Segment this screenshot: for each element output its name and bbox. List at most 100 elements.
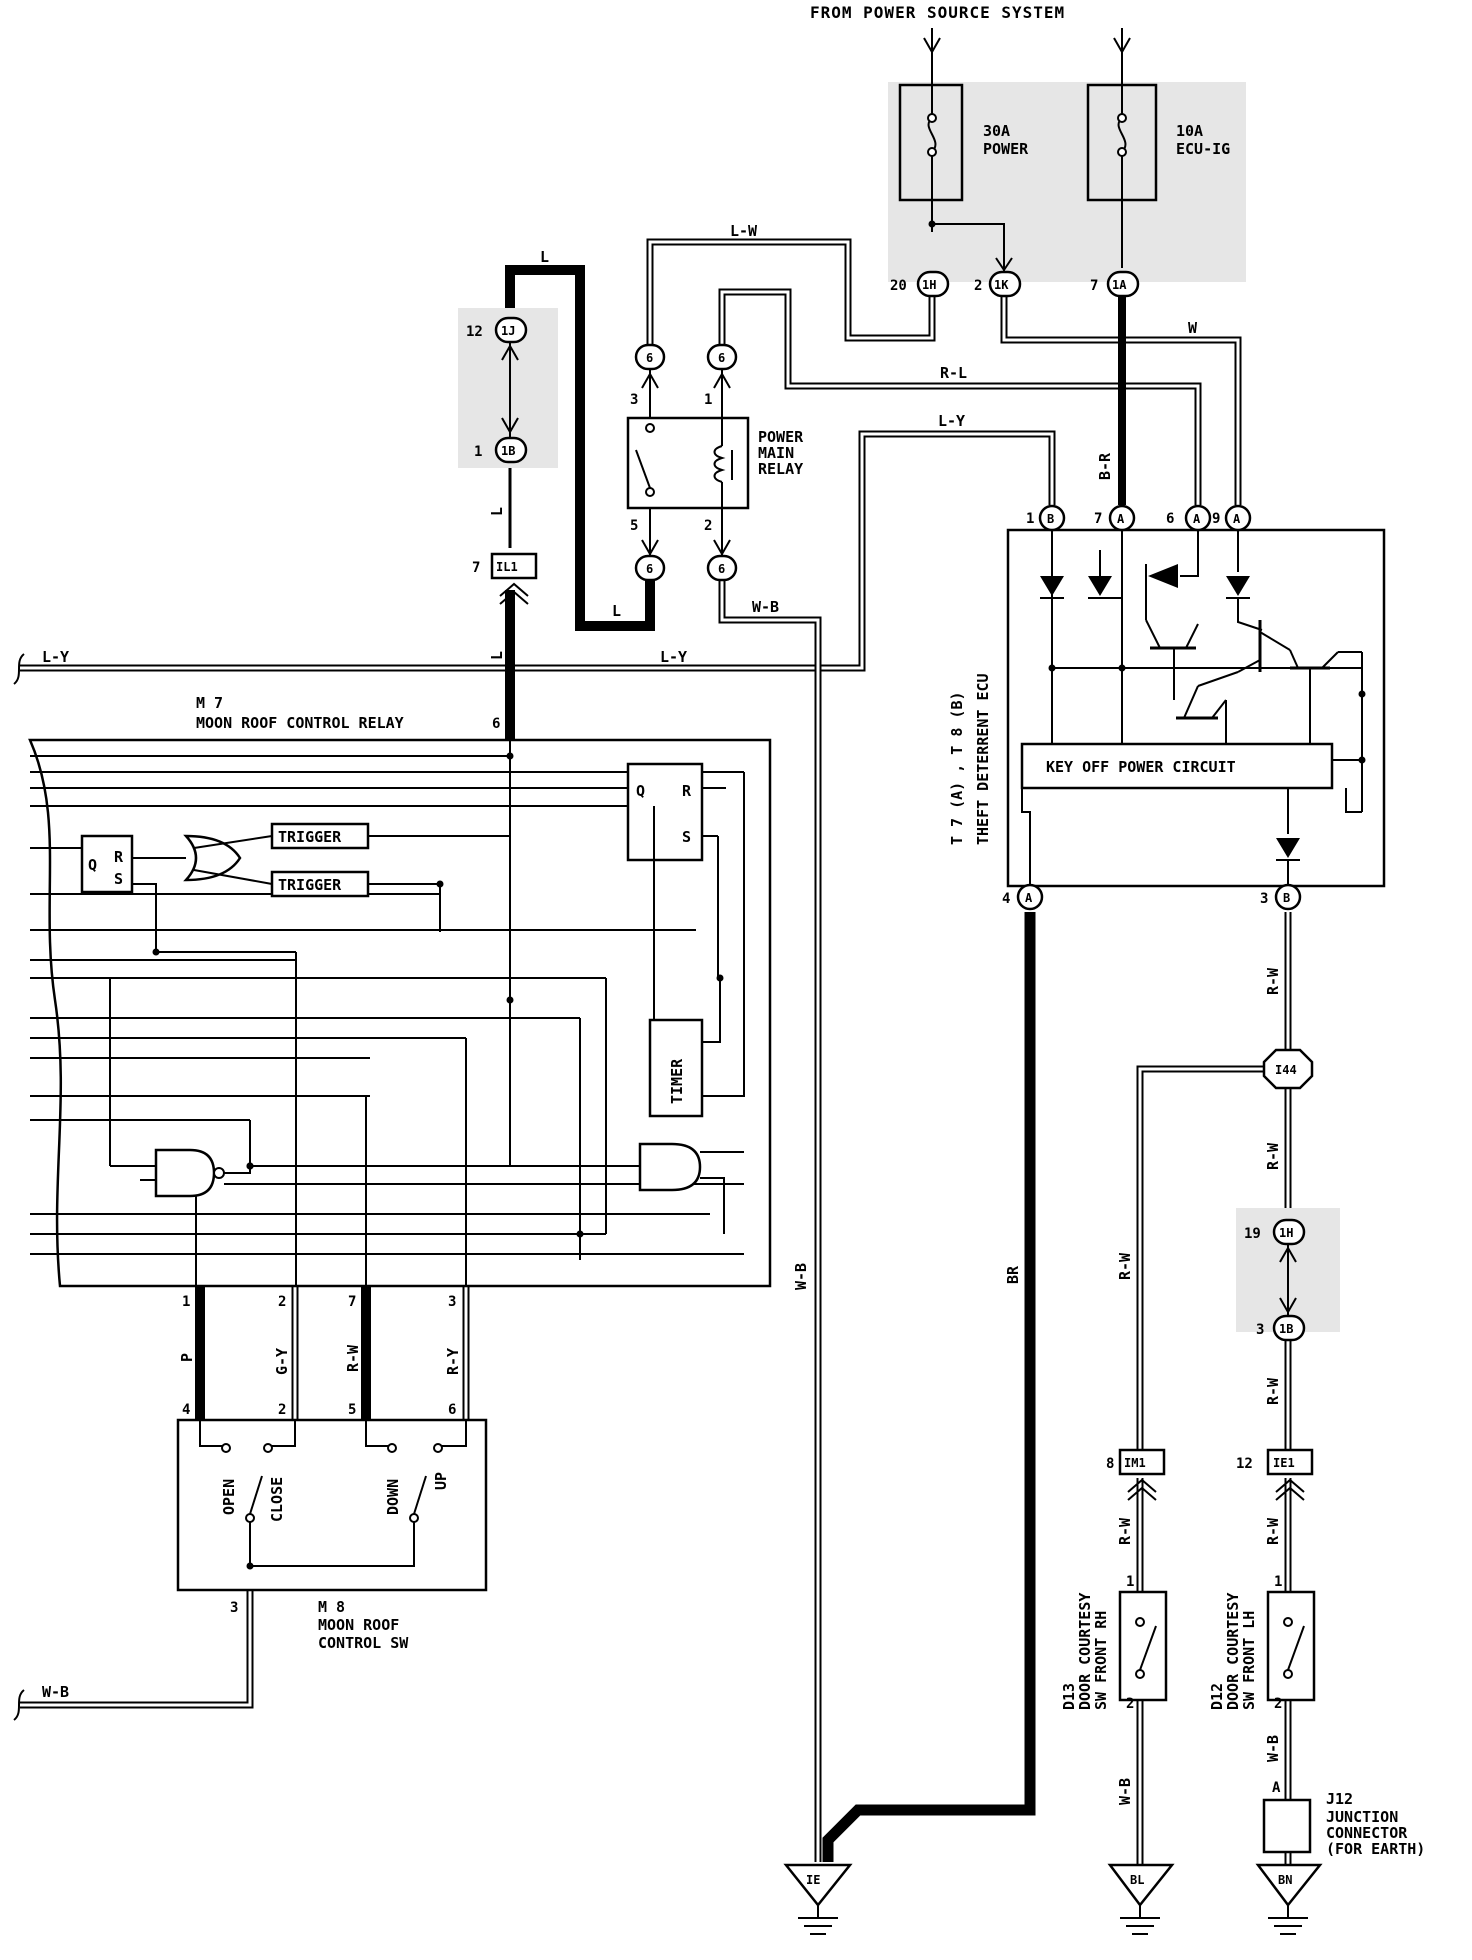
- m7-pin-3: 3: [448, 1294, 456, 1310]
- d12-label-1: D12: [1208, 1683, 1226, 1710]
- svg-text:6: 6: [646, 562, 653, 576]
- svg-text:B: B: [1283, 891, 1290, 905]
- wire-label-r-w-1: R-W: [1264, 967, 1282, 995]
- sw-up: UP: [432, 1472, 450, 1490]
- wire-fuse-split: [932, 223, 1005, 272]
- svg-text:6: 6: [1166, 511, 1174, 527]
- relay-label-3: RELAY: [758, 460, 803, 478]
- svg-text:A: A: [1272, 1780, 1281, 1796]
- svg-text:3: 3: [1260, 891, 1268, 907]
- wire-l-y: [20, 430, 1056, 672]
- svg-text:1: 1: [1126, 1574, 1134, 1590]
- svg-text:9: 9: [1212, 511, 1220, 527]
- m7-pin-2: 2: [278, 1294, 286, 1310]
- svg-text:A: A: [1117, 512, 1125, 526]
- wire-label-r-w-5: R-W: [1116, 1517, 1134, 1545]
- trigger-2: TRIGGER: [278, 876, 342, 894]
- connector-20-1h: 1H 20: [890, 270, 950, 298]
- wire-label-r-w-2: R-W: [1264, 1142, 1282, 1170]
- d12-label-3: SW FRONT LH: [1240, 1611, 1258, 1710]
- wire-br: [822, 912, 1036, 1862]
- j12-label-2: CONNECTOR: [1326, 1824, 1408, 1842]
- svg-text:1: 1: [1274, 1574, 1282, 1590]
- svg-text:A: A: [1193, 512, 1201, 526]
- svg-text:6: 6: [646, 351, 653, 365]
- svg-text:1B: 1B: [1279, 1322, 1293, 1336]
- ground-bl: BL: [1107, 1863, 1175, 1935]
- fuse-10a-name: ECU-IG: [1176, 140, 1230, 158]
- wire-label-l-mid: L: [488, 507, 506, 516]
- svg-text:7: 7: [1090, 278, 1098, 294]
- svg-text:IE1: IE1: [1273, 1456, 1295, 1470]
- svg-text:7: 7: [472, 560, 480, 576]
- wire-label-l-low: L: [488, 651, 506, 660]
- connector-7-1a: 1A 7: [1090, 270, 1140, 298]
- svg-text:A: A: [1025, 891, 1033, 905]
- wire-label-r-w-4: R-W: [1116, 1252, 1134, 1280]
- j12-id: J12: [1326, 1790, 1353, 1808]
- door-courtesy-switch-lh: 1 2 D12 DOOR COURTESY SW FRONT LH: [1208, 1574, 1316, 1712]
- sw-pin-4: 4: [182, 1402, 190, 1418]
- wire-label-r-w-3: R-W: [1264, 1377, 1282, 1405]
- svg-text:1K: 1K: [994, 278, 1009, 292]
- svg-text:1: 1: [1026, 511, 1034, 527]
- svg-text:Q: Q: [88, 856, 97, 874]
- fuse-30a-power: 30A POWER: [898, 83, 1029, 232]
- power-main-relay: 3 1 5 2 POWER MAIN RELAY: [626, 392, 804, 534]
- svg-text:19: 19: [1244, 1226, 1261, 1242]
- wire-label-l-w: L-W: [730, 222, 758, 240]
- ground-ie: IE: [783, 1863, 853, 1935]
- sw-pin-5: 5: [348, 1402, 356, 1418]
- connector-7-il1: IL1 7: [472, 552, 538, 605]
- m7-label-2: MOON ROOF CONTROL RELAY: [196, 714, 404, 732]
- svg-text:6: 6: [718, 351, 725, 365]
- wire-label-p: P: [178, 1353, 196, 1362]
- svg-text:IM1: IM1: [1124, 1456, 1146, 1470]
- svg-text:A: A: [1233, 512, 1241, 526]
- svg-text:1H: 1H: [1279, 1226, 1293, 1240]
- relay-pin-1: 1: [704, 392, 712, 408]
- svg-text:S: S: [682, 828, 691, 846]
- wire-label-w-b-left: W-B: [42, 1683, 69, 1701]
- d13-label-3: SW FRONT RH: [1092, 1611, 1110, 1710]
- wire-label-g-y: G-Y: [273, 1348, 291, 1375]
- junction-i44: I44: [1262, 1048, 1314, 1090]
- connector-12-ie1: IE1 12: [1236, 1448, 1314, 1501]
- sw-pin-6: 6: [448, 1402, 456, 1418]
- svg-text:S: S: [114, 870, 123, 888]
- m7-pin-7: 7: [348, 1294, 356, 1310]
- svg-text:I44: I44: [1275, 1063, 1297, 1077]
- svg-text:2: 2: [1126, 1696, 1134, 1712]
- wire-label-l-y-left: L-Y: [42, 648, 69, 666]
- svg-text:IL1: IL1: [496, 560, 518, 574]
- j12-label-3: (FOR EARTH): [1326, 1840, 1425, 1858]
- connector-2-1k: 1K 2: [974, 270, 1022, 298]
- sw-open: OPEN: [220, 1479, 238, 1515]
- fuse-30a-rating: 30A: [983, 122, 1010, 140]
- svg-text:Q: Q: [636, 782, 645, 800]
- wire-label-l-bottom: L: [612, 602, 621, 620]
- timer-label: TIMER: [668, 1058, 686, 1104]
- j12-label-1: JUNCTION: [1326, 1808, 1398, 1826]
- svg-text:4: 4: [1002, 891, 1010, 907]
- d13-label-1: D13: [1060, 1683, 1078, 1710]
- relay-pin-3: 3: [630, 392, 638, 408]
- connector-1-1b: 1B 1: [474, 436, 528, 464]
- svg-text:1A: 1A: [1112, 278, 1127, 292]
- m7-pin-6: 6: [492, 716, 500, 732]
- sw-close: CLOSE: [268, 1477, 286, 1522]
- wire-label-b-r: B-R: [1096, 452, 1114, 480]
- svg-text:2: 2: [1274, 1696, 1282, 1712]
- wire-label-w-b-rh: W-B: [1116, 1778, 1134, 1805]
- relay-label-2: MAIN: [758, 444, 794, 462]
- svg-text:8: 8: [1106, 1456, 1114, 1472]
- theft-deterrent-ecu: B 1 A 7 A 6 A 9 A 4 B 3: [948, 504, 1386, 911]
- svg-text:12: 12: [466, 324, 483, 340]
- d13-label-2: DOOR COURTESY: [1076, 1593, 1094, 1710]
- m8-label-2: MOON ROOF: [318, 1616, 399, 1634]
- fuse-30a-name: POWER: [983, 140, 1029, 158]
- svg-text:6: 6: [718, 562, 725, 576]
- svg-text:R: R: [114, 848, 124, 866]
- fuse-10a-rating: 10A: [1176, 122, 1203, 140]
- door-courtesy-switch-rh: 1 2 D13 DOOR COURTESY SW FRONT RH: [1060, 1574, 1168, 1712]
